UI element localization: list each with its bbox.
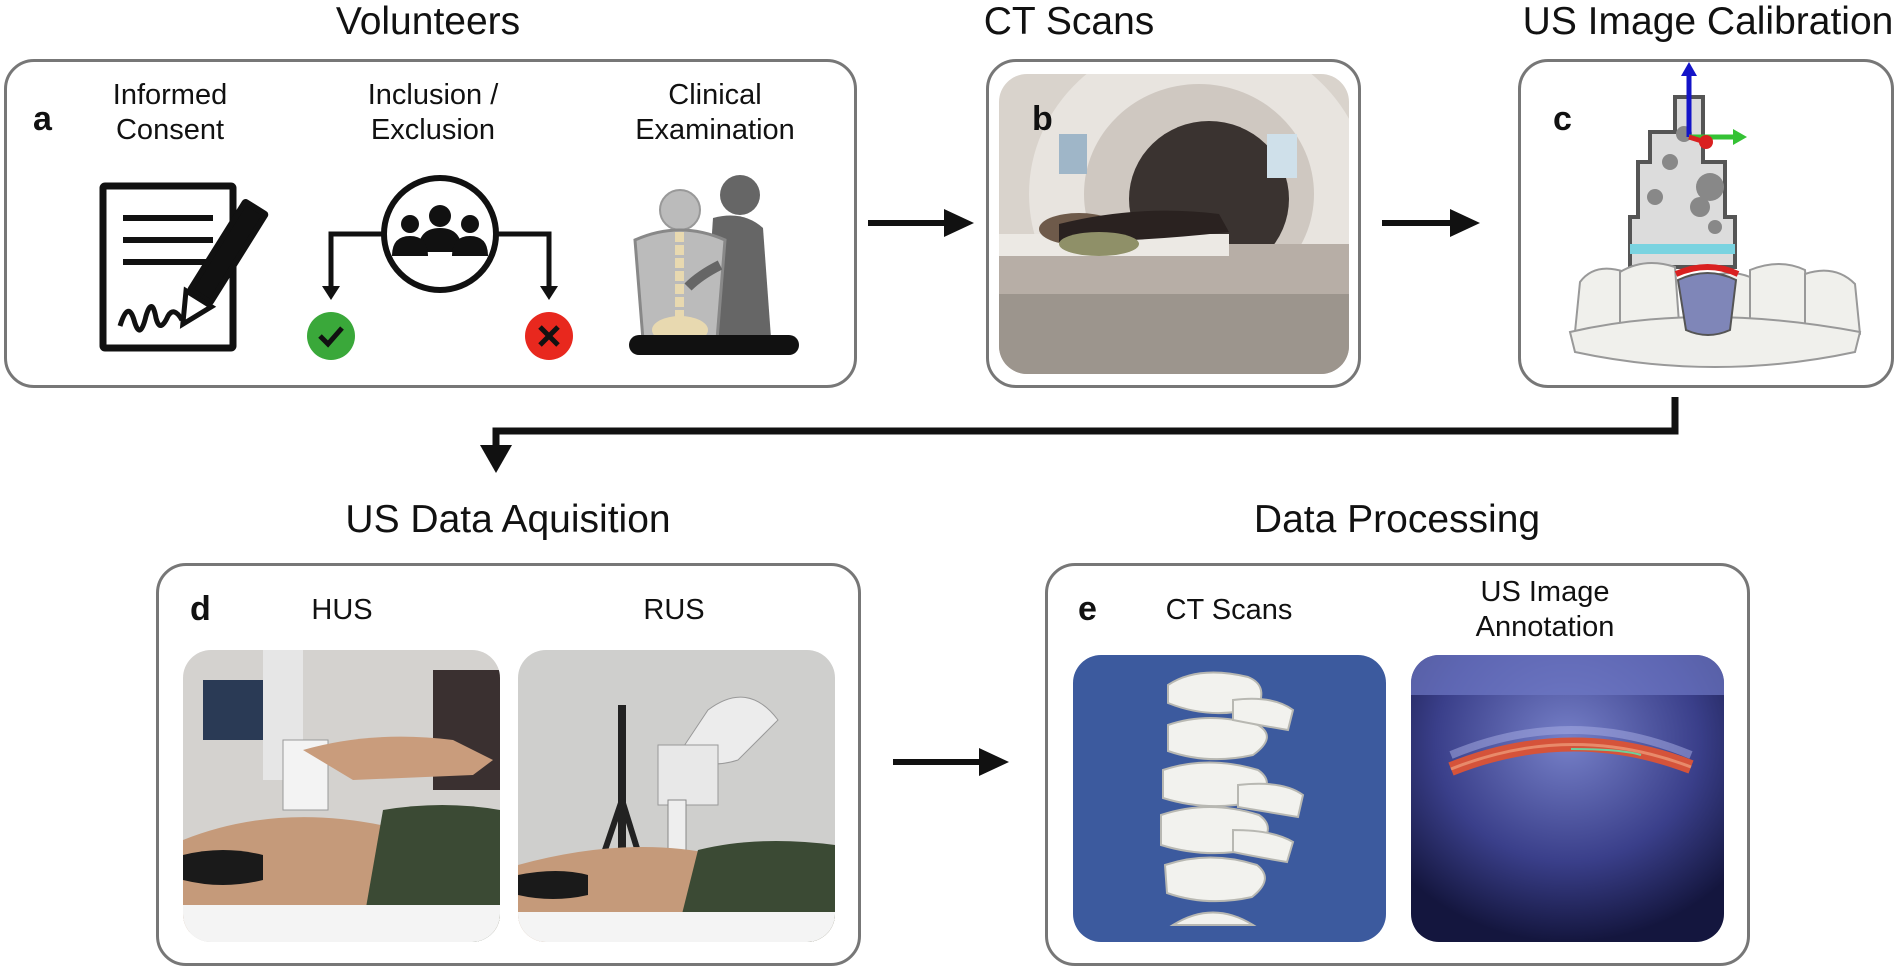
informed-consent-line1: Informed	[112, 79, 228, 111]
panel-letter-e: e	[1078, 590, 1097, 628]
check-icon	[307, 312, 355, 360]
clinical-line1: Clinical	[668, 79, 762, 111]
annotation-line1: US Image	[1480, 576, 1610, 608]
rus-label: RUS	[643, 594, 705, 626]
connector-arrow-icon	[480, 397, 1679, 473]
informed-consent-line2: Consent	[115, 114, 225, 146]
panel-letter-b: b	[1032, 100, 1053, 138]
us-annotation-image	[1411, 655, 1724, 942]
clinician-patient-icon	[629, 175, 799, 355]
arrow-icon-a-to-b	[868, 209, 974, 237]
volunteers-title: Volunteers	[335, 0, 521, 43]
clinical-examination-label: Clinical Examination	[635, 78, 795, 148]
ct-spine-render	[1073, 655, 1386, 942]
cross-icon	[525, 312, 573, 360]
document-sign-icon	[99, 182, 269, 352]
processing-title: Data Processing	[1253, 498, 1541, 541]
inclusion-line1: Inclusion /	[367, 79, 499, 111]
rus-photo	[518, 650, 835, 942]
panel-letter-c: c	[1553, 100, 1572, 138]
ct-scanner-photo	[999, 74, 1349, 374]
group-icon	[392, 205, 488, 256]
clinical-line2: Examination	[635, 114, 795, 146]
informed-consent-label: Informed Consent	[113, 78, 227, 148]
ct-scans-sublabel: CT Scans	[1165, 594, 1293, 626]
annotation-line2: Annotation	[1475, 611, 1615, 643]
hus-label: HUS	[311, 594, 373, 626]
inclusion-line2: Exclusion	[370, 114, 496, 146]
hus-photo	[183, 650, 500, 942]
acquisition-title: US Data Aquisition	[345, 498, 671, 541]
panel-letter-a: a	[33, 100, 52, 138]
ct-scans-title: CT Scans	[983, 0, 1155, 43]
annotation-sublabel: US Image Annotation	[1476, 575, 1615, 645]
probe-calibration-graphic	[1568, 62, 1862, 368]
arrow-icon-d-to-e	[893, 748, 1009, 776]
group-decision-icon	[307, 175, 573, 360]
panel-letter-d: d	[190, 590, 211, 628]
inclusion-exclusion-label: Inclusion / Exclusion	[368, 78, 499, 148]
calibration-title: US Image Calibration	[1522, 0, 1894, 43]
arrow-icon-b-to-c	[1382, 209, 1480, 237]
